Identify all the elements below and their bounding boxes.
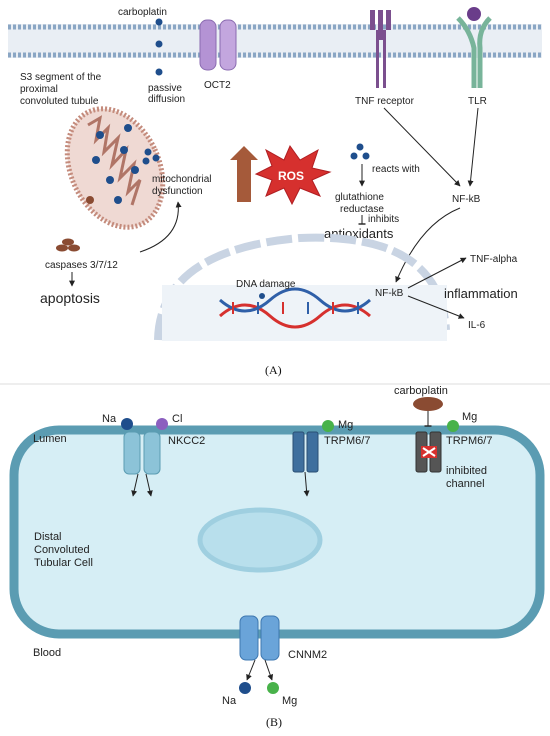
oct2-label: OCT2 bbox=[204, 80, 231, 91]
s3-segment-label: convoluted tubule bbox=[20, 96, 99, 107]
arrow bbox=[395, 207, 461, 283]
inhibited-channel-icon bbox=[415, 431, 442, 473]
carboplatin-dot bbox=[155, 18, 163, 26]
carboplatin-dot bbox=[356, 143, 364, 151]
trpm67-channel-icon bbox=[292, 431, 319, 473]
panel-b: Lumen Distal Convoluted Tubular Cell Blo… bbox=[9, 385, 545, 729]
nkcc2-channel-icon bbox=[123, 431, 161, 475]
ros-label: ROS bbox=[278, 169, 304, 183]
panel-a-label: (A) bbox=[265, 363, 282, 377]
caspase-icon bbox=[56, 238, 80, 252]
dna-helix-icon bbox=[219, 287, 371, 329]
cl-label: Cl bbox=[172, 413, 182, 425]
passive-diffusion-label: passive bbox=[148, 83, 182, 94]
carboplatin-label: carboplatin bbox=[118, 7, 167, 18]
glutathione-reductase-label: glutathione bbox=[335, 192, 384, 203]
blood-label: Blood bbox=[33, 647, 61, 659]
ion-dot bbox=[144, 148, 152, 156]
caspases-label: caspases 3/7/12 bbox=[45, 260, 118, 271]
apoptosis-label: apoptosis bbox=[40, 290, 100, 306]
cnnm2-channel-icon bbox=[239, 615, 280, 661]
na-ion-icon bbox=[239, 682, 251, 694]
s3-segment-label: proximal bbox=[20, 84, 58, 95]
mitochondrial-dysfunction-label: dysfunction bbox=[152, 186, 203, 197]
cell-type-label: Convoluted bbox=[34, 544, 90, 556]
increase-arrow-icon bbox=[230, 146, 258, 202]
carboplatin-dot bbox=[259, 293, 265, 299]
nfkb-label: NF-kB bbox=[452, 194, 481, 205]
arrow bbox=[264, 659, 274, 681]
ros-burst-icon bbox=[254, 144, 332, 206]
tlr-icon bbox=[456, 7, 492, 88]
arrow bbox=[139, 201, 182, 253]
mg-ion-icon bbox=[447, 420, 459, 432]
arrow bbox=[383, 107, 461, 187]
na-label: Na bbox=[102, 413, 117, 425]
cell-nucleus bbox=[197, 507, 323, 573]
mg-label: Mg bbox=[282, 695, 297, 707]
nucleus-interior bbox=[162, 285, 447, 341]
cnnm2-label: CNNM2 bbox=[288, 649, 327, 661]
arrow bbox=[467, 107, 479, 187]
tnf-alpha-label: TNF-alpha bbox=[470, 254, 518, 265]
plasma-membrane bbox=[8, 24, 542, 58]
glutathione-reductase-label: reductase bbox=[340, 204, 384, 215]
na-ion-icon bbox=[121, 418, 133, 430]
carboplatin-label: carboplatin bbox=[394, 385, 448, 397]
arrow bbox=[131, 473, 139, 497]
carboplatin-dot bbox=[350, 152, 358, 160]
mg-ion-icon bbox=[322, 420, 334, 432]
arrow bbox=[407, 257, 467, 289]
s3-segment-label: S3 segment of the bbox=[20, 72, 102, 83]
il6-label: IL-6 bbox=[468, 320, 486, 331]
arrow bbox=[246, 659, 256, 681]
dna-damage-label: DNA damage bbox=[236, 279, 296, 290]
mitochondrial-dysfunction-label: mitochondrial bbox=[152, 174, 211, 185]
tnf-receptor-icon bbox=[370, 10, 391, 88]
carboplatin-icon bbox=[413, 397, 443, 411]
arrow bbox=[303, 471, 310, 497]
ion-dot bbox=[142, 157, 150, 165]
carboplatin-dot bbox=[155, 68, 163, 76]
cl-ion-icon bbox=[156, 418, 168, 430]
carboplatin-dot bbox=[362, 152, 370, 160]
carboplatin-dot bbox=[155, 40, 163, 48]
tlr-label: TLR bbox=[468, 96, 487, 107]
inhibited-channel-label: inhibited bbox=[446, 465, 487, 477]
nkcc2-label: NKCC2 bbox=[168, 435, 205, 447]
panel-a: carboplatin passive diffusion OCT2 TNF r… bbox=[8, 7, 542, 377]
inflammation-label: inflammation bbox=[444, 286, 518, 301]
mg-ion-icon bbox=[267, 682, 279, 694]
na-label: Na bbox=[222, 695, 237, 707]
arrow bbox=[407, 295, 465, 319]
arrow bbox=[145, 473, 153, 497]
cell-type-label: Tubular Cell bbox=[34, 557, 93, 569]
tnf-receptor-label: TNF receptor bbox=[355, 96, 415, 107]
panel-b-label: (B) bbox=[266, 715, 282, 729]
mg-label: Mg bbox=[338, 419, 353, 431]
oct2-transporter-icon bbox=[199, 19, 237, 71]
trpm67-label: TRPM6/7 bbox=[446, 435, 492, 447]
lumen-label: Lumen bbox=[33, 433, 67, 445]
mitochondrion-icon bbox=[64, 106, 166, 230]
inhibited-channel-label: channel bbox=[446, 478, 485, 490]
inhibits-label: inhibits bbox=[368, 214, 399, 225]
trpm67-label: TRPM6/7 bbox=[324, 435, 370, 447]
passive-diffusion-label: diffusion bbox=[148, 94, 185, 105]
mg-label: Mg bbox=[462, 411, 477, 423]
cell-type-label: Distal bbox=[34, 531, 62, 543]
nfkb-nucleus-label: NF-kB bbox=[375, 288, 404, 299]
ion-dot bbox=[152, 154, 160, 162]
reacts-with-label: reacts with bbox=[372, 164, 420, 175]
